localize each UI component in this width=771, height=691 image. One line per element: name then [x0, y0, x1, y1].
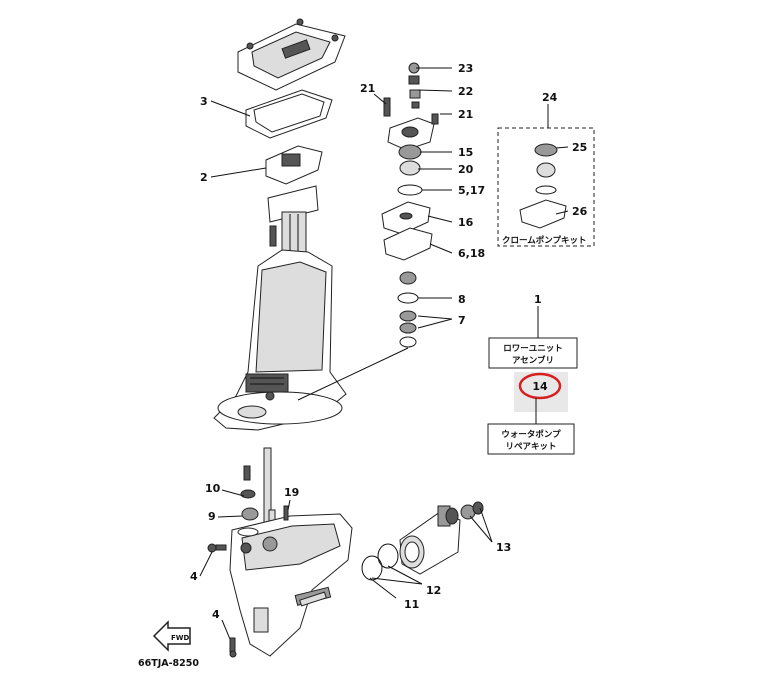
plate-2	[265, 145, 323, 185]
water-pump-stack	[381, 62, 439, 348]
lower-unit-line1: ロワーユニット	[503, 344, 563, 354]
highlight-circle	[518, 372, 562, 400]
label-9: 9	[208, 510, 216, 523]
leader-lines	[199, 67, 569, 645]
lower-unit-line2: アセンブリ	[512, 355, 554, 366]
label-21-left: 21	[360, 82, 375, 95]
label-10: 10	[205, 482, 221, 495]
label-23: 23	[458, 62, 473, 75]
label-3: 3	[200, 95, 208, 108]
label-4-lower: 4	[212, 608, 220, 621]
water-pump-kit-line2: リペアキット	[505, 442, 556, 452]
label-21-right: 21	[458, 108, 473, 121]
top-cover-plate	[237, 18, 346, 91]
label-19: 19	[284, 486, 299, 499]
water-pump-kit-line1: ウォータポンプ	[501, 429, 561, 440]
gasket-3	[245, 89, 333, 139]
bolt-4-bottom	[229, 637, 237, 658]
water-pump-kit-box	[487, 372, 575, 455]
label-4-upper: 4	[190, 570, 198, 583]
label-11: 11	[404, 598, 419, 611]
shaft-parts	[207, 465, 289, 553]
part-number-labels: 3 2 21 23 22 21 15 20 5,17 16 6,18 8 7 2…	[190, 62, 588, 621]
label-26: 26	[572, 205, 588, 218]
label-6-18: 6,18	[458, 247, 485, 260]
svg-text:FWD: FWD	[171, 634, 190, 642]
upper-casing	[213, 185, 347, 431]
lower-casing	[229, 513, 353, 657]
label-15: 15	[458, 146, 473, 159]
chrome-pump-kit-box	[497, 127, 595, 247]
label-24: 24	[542, 91, 558, 104]
prop-shaft-housing	[299, 501, 484, 607]
label-22: 22	[458, 85, 473, 98]
label-5-17: 5,17	[458, 184, 485, 197]
label-12: 12	[426, 584, 441, 597]
label-2: 2	[200, 171, 208, 184]
lower-unit-label-box	[488, 337, 578, 369]
diagram-code: 66TJA-8250	[138, 658, 199, 669]
label-7: 7	[458, 314, 466, 327]
label-20: 20	[458, 163, 474, 176]
water-pump-kit-number: 14	[532, 380, 548, 393]
fwd-arrow-icon: FWD	[152, 620, 191, 652]
label-25: 25	[572, 141, 587, 154]
label-8: 8	[458, 293, 466, 306]
lower-unit-number: 1	[534, 293, 542, 306]
label-16: 16	[458, 216, 474, 229]
label-13: 13	[496, 541, 511, 554]
chrome-pump-kit-caption: クロームポンプキット	[502, 235, 587, 246]
